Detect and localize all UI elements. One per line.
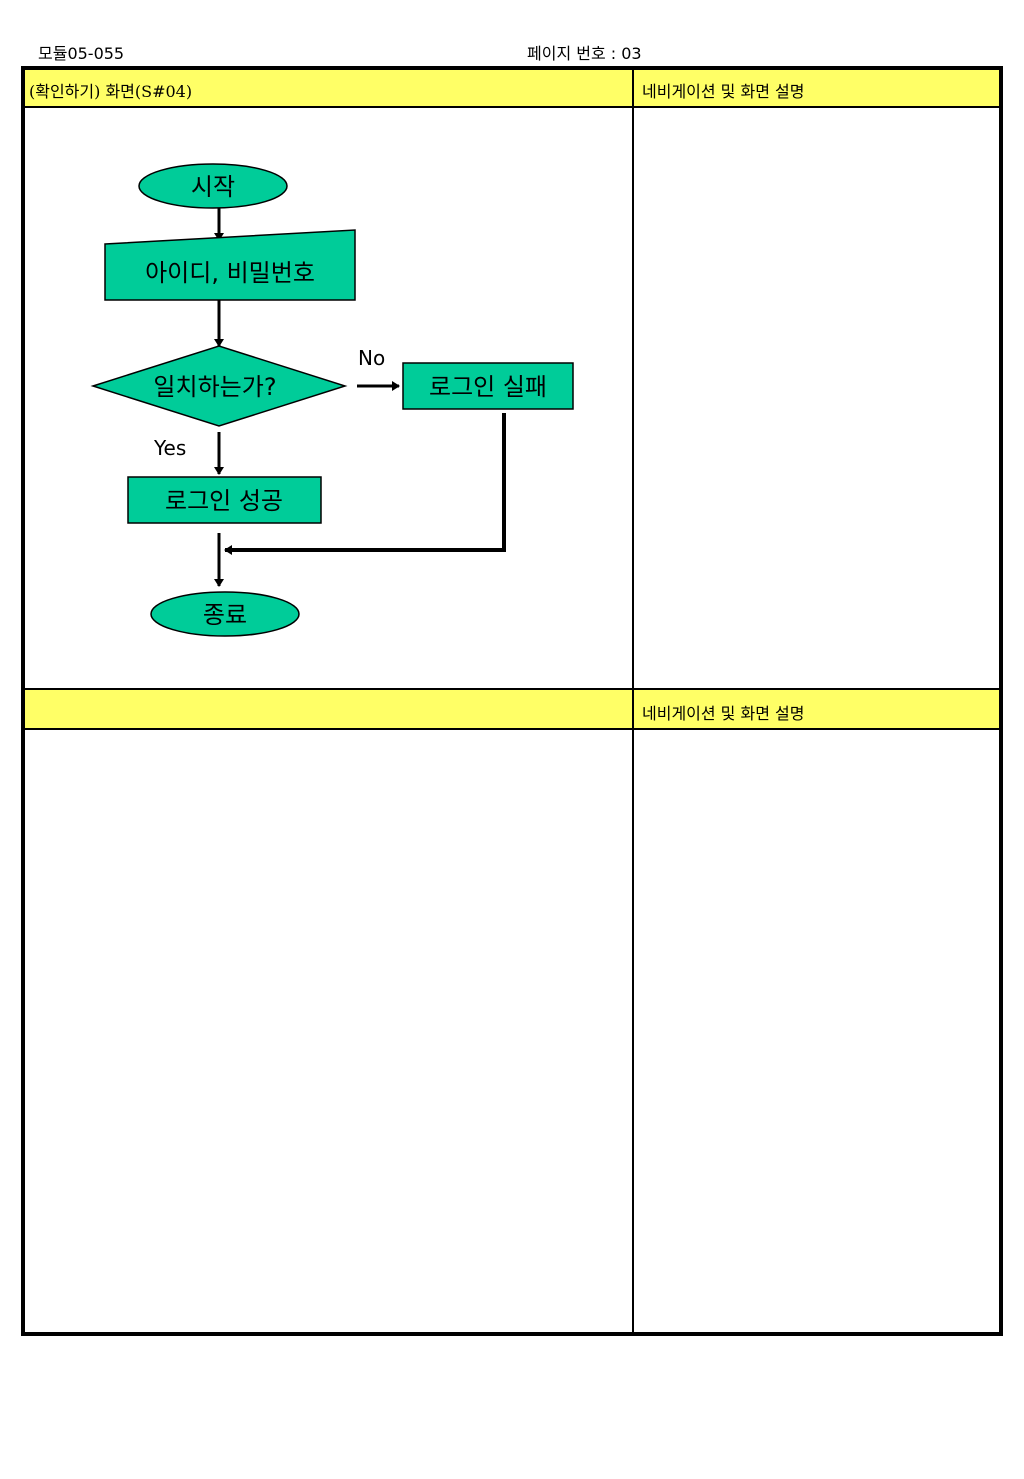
yes-branch-label: Yes xyxy=(153,436,186,460)
arrow-fail-to-merge xyxy=(224,413,506,555)
module-id: 모듈05-055 xyxy=(38,44,125,63)
start-node: 시작 xyxy=(138,163,288,209)
login-fail-label: 로그인 실패 xyxy=(429,373,547,401)
login-success-label: 로그인 성공 xyxy=(165,487,283,515)
bottom-screen-area xyxy=(25,730,632,1332)
login-success-node: 로그인 성공 xyxy=(127,476,322,524)
input-label: 아이디, 비밀번호 xyxy=(145,259,315,287)
top-description-area xyxy=(634,108,999,688)
end-node: 종료 xyxy=(150,591,300,637)
start-label: 시작 xyxy=(191,173,235,201)
decision-node: 일치하는가? xyxy=(90,345,348,427)
no-branch-label: No xyxy=(358,346,385,370)
login-flowchart: 시작 아이디, 비밀번호 일치하는가? No 로그인 실패 xyxy=(25,108,632,688)
login-fail-node: 로그인 실패 xyxy=(402,362,574,410)
column-divider xyxy=(632,70,634,1332)
page-header: 모듈05-055 페이지 번호 : 03 xyxy=(0,38,1024,63)
decision-label: 일치하는가? xyxy=(153,373,276,401)
input-node: 아이디, 비밀번호 xyxy=(104,229,356,301)
end-label: 종료 xyxy=(203,601,247,629)
page-number: 페이지 번호 : 03 xyxy=(527,44,642,63)
bottom-navigation-description-label: 네비게이션 및 화면 설명 xyxy=(642,704,805,723)
screen-title: (확인하기) 화면(S#04) xyxy=(29,82,193,101)
bottom-description-area xyxy=(634,730,999,1332)
top-section-header: (확인하기) 화면(S#04) 네비게이션 및 화면 설명 xyxy=(25,70,999,108)
bottom-section-header: 네비게이션 및 화면 설명 xyxy=(25,688,999,730)
navigation-description-label: 네비게이션 및 화면 설명 xyxy=(642,82,805,101)
storyboard-sheet: (확인하기) 화면(S#04) 네비게이션 및 화면 설명 시작 아이디, 비밀… xyxy=(21,66,1003,1336)
